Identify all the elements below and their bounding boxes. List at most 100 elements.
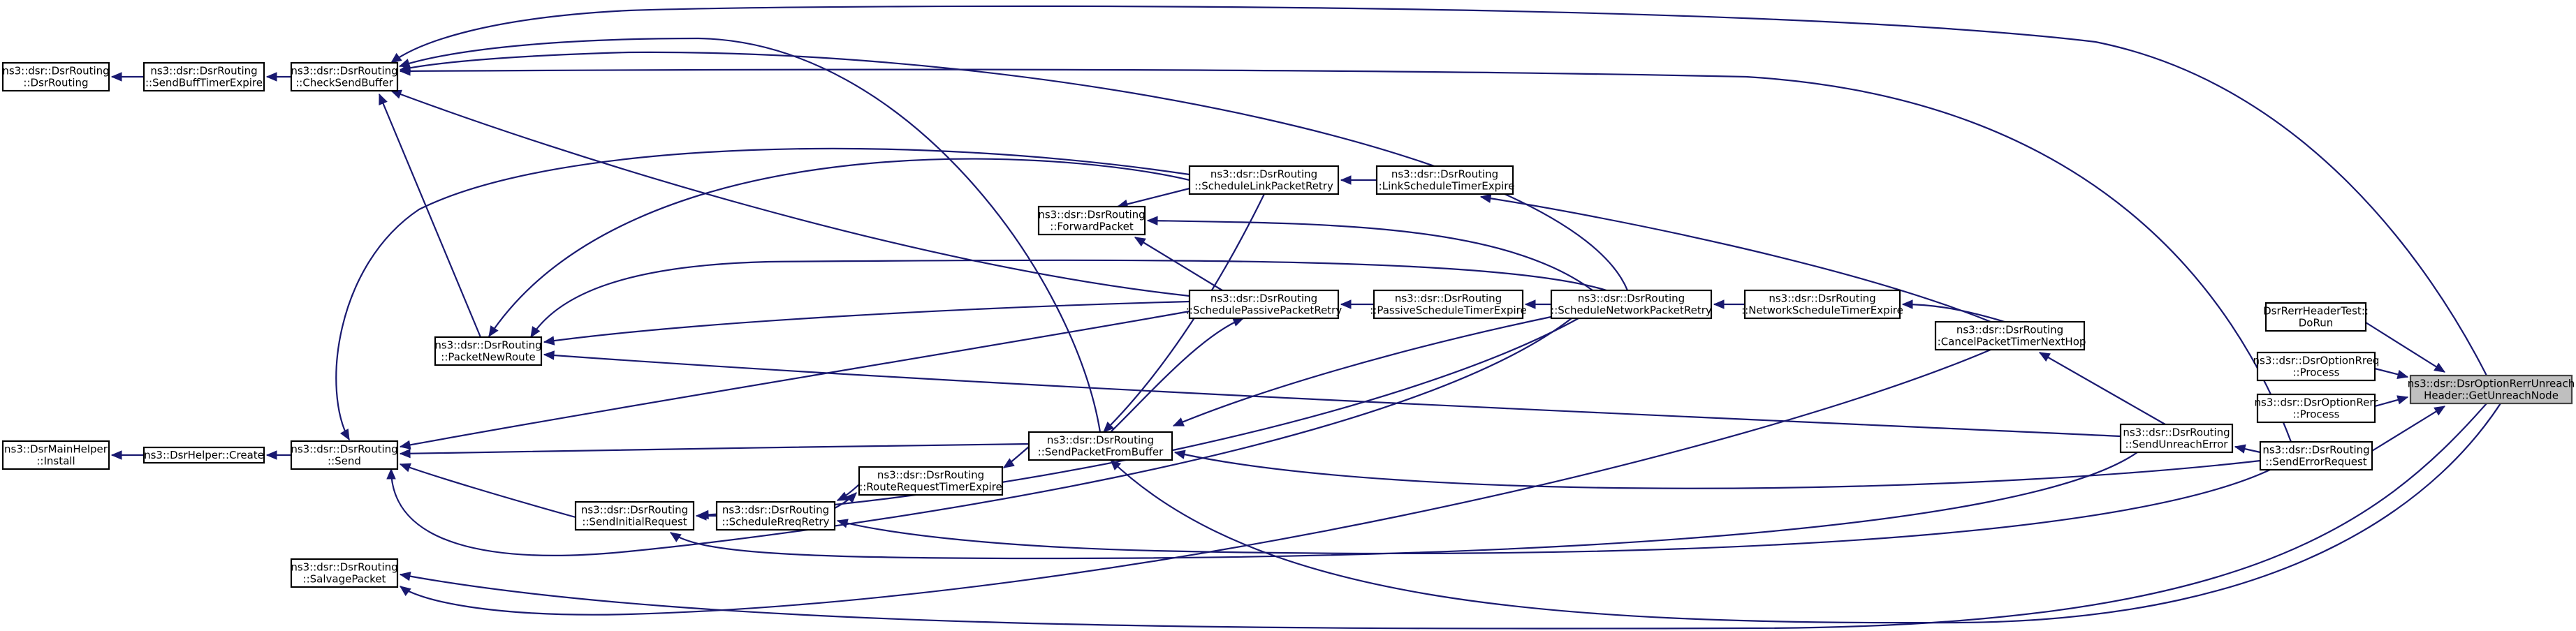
node-box — [1373, 289, 1524, 320]
node-sendbufftimerexpire[interactable]: ns3::dsr::DsrRouting::SendBuffTimerExpir… — [142, 61, 265, 92]
node-label-line: ::CheckSendBuffer — [295, 77, 393, 89]
arrowhead — [265, 72, 277, 82]
node-label-line: ns3::dsr::DsrOptionRerr — [2255, 396, 2379, 409]
edge-line — [2039, 352, 2166, 425]
node-box — [290, 558, 399, 588]
edge-checksendbuffer-to-sendbufftimerexpire — [265, 72, 291, 82]
node-label-line: ::Process — [2292, 408, 2339, 421]
arrowhead — [2434, 362, 2446, 373]
edge-cancelpackettimernexthop-to-networkscheduletimerexpire — [1901, 299, 2005, 323]
node-schedulenetworkpacketretry[interactable]: ns3::dsr::DsrRouting::ScheduleNetworkPac… — [1550, 289, 1713, 320]
node-box — [290, 61, 399, 92]
node-salvagepacket[interactable]: ns3::dsr::DsrRouting::SalvagePacket — [290, 558, 399, 588]
arrowhead — [2234, 444, 2246, 454]
edge-line — [2365, 322, 2445, 373]
node-dsrrerrheadertest_dorun[interactable]: DsrRerrHeaderTest::DoRun — [2263, 302, 2369, 332]
arrowhead — [2396, 395, 2409, 405]
edge-schedulenetworkpacketretry-to-sendinitialrequest — [697, 318, 1579, 520]
node-cancelpackettimernexthop[interactable]: ns3::dsr::DsrRouting::CancelPacketTimerN… — [1934, 320, 2086, 351]
edge-line — [335, 147, 1190, 440]
edge-line — [1117, 187, 1190, 208]
node-box — [1188, 289, 1340, 320]
edge-line — [1173, 314, 1558, 427]
node-label-line: ns3::dsr::DsrRouting — [2123, 426, 2230, 439]
node-dsrmainhelper_install[interactable]: ns3::DsrMainHelper::Install — [1, 440, 110, 470]
edge-focus-to-sendpacketfrombuffer — [1110, 403, 2501, 624]
edge-line — [399, 37, 1102, 433]
edge-cancelpackettimernexthop-to-linkscheduletimerexpire — [1479, 193, 1991, 323]
node-label-line: ns3::dsr::DsrRouting — [2262, 444, 2369, 456]
node-linkscheduletimerexpire[interactable]: ns3::dsr::DsrRouting::LinkScheduleTimerE… — [1375, 165, 1515, 195]
node-networkscheduletimerexpire[interactable]: ns3::dsr::DsrRouting::NetworkScheduleTim… — [1741, 289, 1903, 320]
node-sendunreacherror[interactable]: ns3::dsr::DsrRouting::SendUnreachError — [2119, 423, 2234, 454]
arrowhead — [110, 72, 122, 82]
arrowhead — [2396, 369, 2409, 379]
node-label-line: ::SendUnreachError — [2125, 438, 2229, 451]
node-sendinitialrequest[interactable]: ns3::dsr::DsrRouting::SendInitialRequest — [574, 500, 695, 531]
arrowhead — [265, 450, 277, 460]
node-box — [1743, 289, 1901, 320]
node-schedulelinkpacketretry[interactable]: ns3::dsr::DsrRouting::ScheduleLinkPacket… — [1188, 165, 1340, 195]
edge-line — [400, 51, 1629, 291]
node-send[interactable]: ns3::dsr::DsrRouting::Send — [290, 440, 399, 470]
node-sendpacketfrombuffer[interactable]: ns3::dsr::DsrRouting::SendPacketFromBuff… — [1027, 431, 1173, 461]
arrowhead — [845, 492, 857, 504]
arrowhead — [543, 350, 555, 360]
node-focus[interactable]: ns3::dsr::DsrOptionRerrUnreachHeader::Ge… — [2408, 374, 2575, 405]
arrowhead — [1232, 318, 1245, 327]
node-dsroptionrreq_process[interactable]: ns3::dsr::DsrOptionRreq::Process — [2253, 351, 2380, 382]
edge-line — [1134, 237, 1223, 291]
edge-sendunreacherror-to-sendinitialrequest — [669, 452, 2138, 560]
node-label-line: ns3::dsr::DsrRouting — [1391, 168, 1498, 181]
node-checksendbuffer[interactable]: ns3::dsr::DsrRouting::CheckSendBuffer — [290, 61, 399, 92]
arrowhead — [697, 510, 709, 520]
node-senderrorrequest[interactable]: ns3::dsr::DsrRouting::SendErrorRequest — [2259, 440, 2373, 471]
node-box — [2119, 423, 2234, 454]
edge-sendpacketfrombuffer-to-schedulepassivepacketretry — [1110, 317, 1245, 433]
node-schedulereqretry[interactable]: ns3::dsr::DsrRouting::ScheduleRreqRetry — [715, 500, 836, 531]
node-label-line: ns3::dsr::DsrRouting — [434, 339, 541, 352]
arrowhead — [399, 448, 411, 459]
edge-dsrrerrheadertest_dorun-to-focus — [2365, 322, 2446, 373]
node-packetnewroute[interactable]: ns3::dsr::DsrRouting::PacketNewRoute — [434, 336, 543, 366]
node-dsrhelper_create[interactable]: ns3::DsrHelper::Create — [142, 446, 265, 464]
node-label-line: DoRun — [2299, 317, 2334, 329]
edge-cancelpackettimernexthop-to-salvagepacket — [399, 348, 1991, 616]
edge-line — [2371, 406, 2445, 452]
edge-sendbufftimerexpire-to-dsrrouting_ctor — [110, 72, 144, 82]
edge-line — [400, 68, 2292, 443]
node-dsroptionrerr_process[interactable]: ns3::dsr::DsrOptionRerr::Process — [2255, 393, 2379, 424]
edge-schedulenetworkpacketretry-to-send — [386, 318, 1572, 556]
node-label-line: ns3::dsr::DsrRouting — [877, 469, 984, 482]
arrowhead — [110, 450, 122, 460]
arrowhead — [399, 66, 411, 76]
node-label-line: ::LinkScheduleTimerExpire — [1375, 180, 1515, 193]
node-forwardpacket[interactable]: ns3::dsr::DsrRouting::ForwardPacket — [1037, 205, 1146, 236]
node-passivescheduletimerexpire[interactable]: ns3::dsr::DsrRouting::PassiveScheduleTim… — [1370, 289, 1527, 320]
edge-schedulenetworkpacketretry-to-packetnewroute — [530, 259, 1607, 339]
node-box — [1027, 431, 1173, 461]
arrowhead — [2434, 406, 2446, 416]
edge-senderrorrequest-to-focus — [2371, 406, 2446, 452]
edge-line — [543, 353, 2121, 438]
edge-senderrorrequest-to-schedulereqretry — [836, 469, 2271, 555]
node-label-line: ns3::dsr::DsrRouting — [1395, 292, 1502, 305]
edge-schedulelinkpacketretry-to-packetnewroute — [488, 158, 1190, 338]
node-dsrrouting_ctor[interactable]: ns3::dsr::DsrRouting::DsrRouting — [1, 61, 110, 92]
arrowhead — [1110, 459, 1122, 470]
edge-line — [1110, 403, 2501, 624]
arrowhead — [1146, 216, 1158, 225]
node-box — [2256, 393, 2376, 424]
node-label-line: ns3::dsr::DsrRouting — [1578, 292, 1685, 305]
node-label-line: ::CancelPacketTimerNextHop — [1934, 336, 2086, 348]
edge-line — [400, 348, 1991, 616]
arrowhead — [1479, 193, 1492, 203]
edge-line — [378, 94, 482, 338]
node-label-line: ::SendBuffTimerExpire — [145, 77, 263, 89]
arrowhead — [379, 93, 388, 105]
node-label-line: ns3::dsr::DsrRouting — [291, 443, 397, 456]
node-label-line: ns3::dsr::DsrRouting — [581, 504, 688, 517]
node-label-line: ns3::dsr::DsrRouting — [1210, 168, 1317, 181]
node-schedulepassivepacketretry[interactable]: ns3::dsr::DsrRouting::SchedulePassivePac… — [1186, 289, 1342, 320]
node-routerequesttimerexpire[interactable]: ns3::dsr::DsrRouting::RouteRequestTimerE… — [858, 466, 1004, 496]
